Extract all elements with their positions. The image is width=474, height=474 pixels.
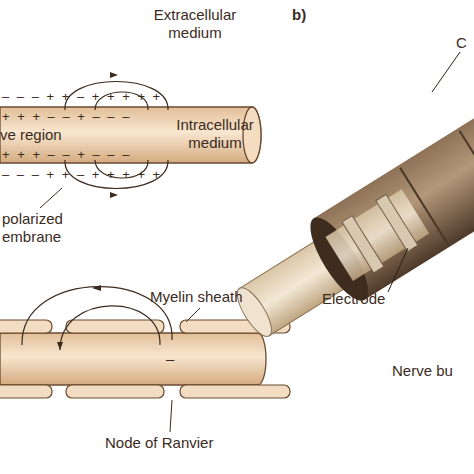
electrode-ring <box>342 216 384 273</box>
medium-label: Extracellular medium <box>140 6 250 42</box>
leader-line <box>388 248 408 292</box>
current-loop <box>60 306 160 350</box>
arrow-head <box>110 72 118 78</box>
axon-end <box>243 107 261 163</box>
arrow-head <box>57 342 63 350</box>
panel-label: b) <box>292 6 322 24</box>
region-label: ve region <box>0 126 80 144</box>
charge-row: + + + – – + – – – <box>2 146 172 164</box>
axon-tube <box>0 333 266 385</box>
membrane-label: polarized embrane <box>2 210 77 246</box>
charge-row: – – – + + – + + + + + <box>2 88 242 106</box>
cuff-electrode <box>220 81 474 358</box>
leader-line <box>186 308 200 322</box>
arrow-head <box>110 192 118 198</box>
leader-line <box>40 188 62 208</box>
part-label: Node of Ranvier <box>105 434 245 452</box>
myelin-segment <box>0 320 52 333</box>
part-label: Myelin sheath <box>150 288 270 306</box>
nerve-bundle <box>325 189 429 281</box>
myelin-segment <box>66 320 164 333</box>
leader-line <box>432 52 460 92</box>
myelin-segment <box>66 385 164 398</box>
leader-line <box>170 400 172 432</box>
medium-label: Intracellular medium <box>170 116 260 152</box>
charge-row: – – – + + – + + + + + <box>2 166 242 184</box>
cuff-seam <box>460 131 474 207</box>
part-label: Electrode <box>322 290 412 308</box>
arrow-head <box>92 285 101 291</box>
unmyelinated-axon <box>0 72 261 208</box>
current-loop <box>22 287 172 345</box>
charge-sign: – <box>166 350 186 368</box>
cuff-seam <box>400 168 448 244</box>
myelin-segment <box>0 385 52 398</box>
part-label: Nerve bu <box>392 362 474 380</box>
part-label: C <box>456 34 474 52</box>
myelin-segment <box>180 385 290 398</box>
electrode-ring <box>376 194 418 251</box>
charge-row: + + + – – + – – – <box>2 108 172 126</box>
axon-tube <box>0 107 261 163</box>
